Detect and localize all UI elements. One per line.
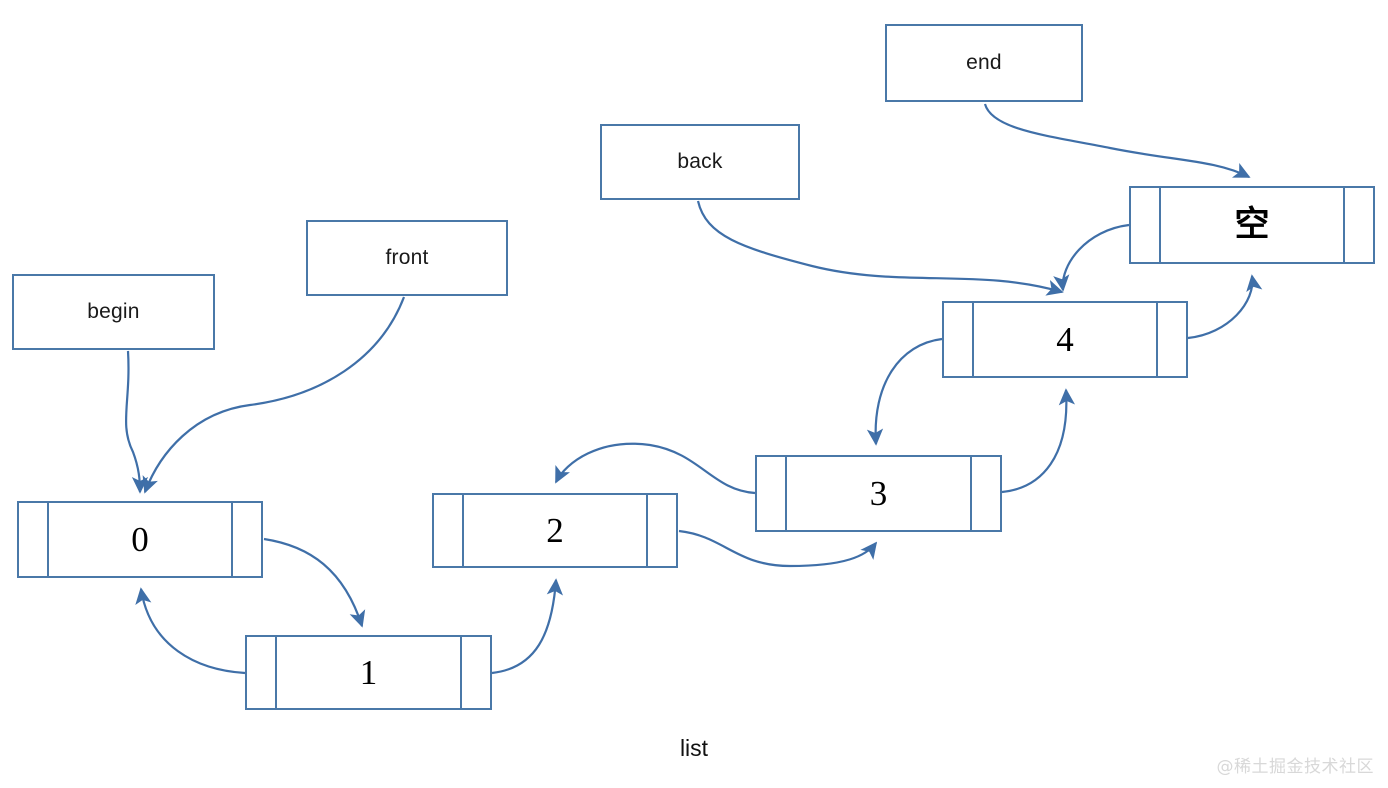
node-4-next-cell bbox=[1156, 303, 1186, 376]
list-node-empty[interactable]: 空 bbox=[1129, 186, 1375, 264]
diagram-caption: list bbox=[679, 735, 709, 761]
pointer-label-front: front bbox=[385, 246, 429, 269]
edge-back-to-node4 bbox=[696, 200, 1064, 296]
list-node-2[interactable]: 2 bbox=[432, 493, 678, 568]
node-2-value: 2 bbox=[546, 511, 564, 550]
edge-begin-to-node0 bbox=[124, 350, 149, 494]
pointer-box-back[interactable]: back bbox=[600, 124, 800, 200]
node-empty-value-cell: 空 bbox=[1161, 188, 1343, 262]
node-0-prev-cell bbox=[19, 503, 49, 576]
list-node-1[interactable]: 1 bbox=[245, 635, 492, 710]
pointer-label-end: end bbox=[966, 51, 1002, 74]
edge-node-empty-prev-to-node4 bbox=[1053, 223, 1130, 292]
node-1-prev-cell bbox=[247, 637, 277, 708]
node-3-value: 3 bbox=[869, 474, 888, 513]
node-3-next-cell bbox=[970, 457, 1000, 530]
edge-node4-prev-to-node3 bbox=[866, 337, 943, 446]
watermark-text: @稀土掘金技术社区 bbox=[1216, 757, 1374, 777]
list-node-3[interactable]: 3 bbox=[755, 455, 1002, 532]
node-2-next-cell bbox=[646, 495, 676, 566]
list-node-4[interactable]: 4 bbox=[942, 301, 1188, 378]
edge-end-to-node-empty bbox=[983, 103, 1251, 178]
node-4-value: 4 bbox=[1056, 320, 1074, 359]
pointer-label-begin: begin bbox=[87, 300, 140, 323]
node-2-value-cell: 2 bbox=[464, 495, 646, 566]
node-2-prev-cell bbox=[434, 495, 464, 566]
list-node-0[interactable]: 0 bbox=[17, 501, 263, 578]
node-empty-value: 空 bbox=[1234, 204, 1270, 245]
node-1-value-cell: 1 bbox=[277, 637, 460, 708]
pointer-box-front[interactable]: front bbox=[306, 220, 508, 296]
edge-node4-next-to-node-empty-path bbox=[1187, 274, 1263, 340]
edge-node3-prev-to-node2 bbox=[555, 442, 756, 495]
node-4-prev-cell bbox=[944, 303, 974, 376]
node-0-value: 0 bbox=[131, 520, 149, 559]
edge-node0-next-to-node1 bbox=[263, 537, 366, 628]
pointer-label-back: back bbox=[677, 150, 723, 173]
node-3-prev-cell bbox=[757, 457, 787, 530]
node-1-value: 1 bbox=[359, 653, 378, 692]
node-empty-prev-cell bbox=[1131, 188, 1161, 262]
node-4-value-cell: 4 bbox=[974, 303, 1156, 376]
edge-node1-prev-to-node0 bbox=[135, 587, 246, 675]
node-empty-next-cell bbox=[1343, 188, 1373, 262]
node-0-value-cell: 0 bbox=[49, 503, 231, 576]
pointer-box-end[interactable]: end bbox=[885, 24, 1083, 102]
pointer-box-begin[interactable]: begin bbox=[12, 274, 215, 350]
node-1-next-cell bbox=[460, 637, 490, 708]
edge-node2-next-to-node3 bbox=[678, 529, 878, 568]
edge-node1-next-to-node2 bbox=[491, 578, 564, 675]
node-0-next-cell bbox=[231, 503, 261, 576]
node-3-value-cell: 3 bbox=[787, 457, 970, 530]
edge-node3-next-to-node4 bbox=[1001, 388, 1076, 494]
